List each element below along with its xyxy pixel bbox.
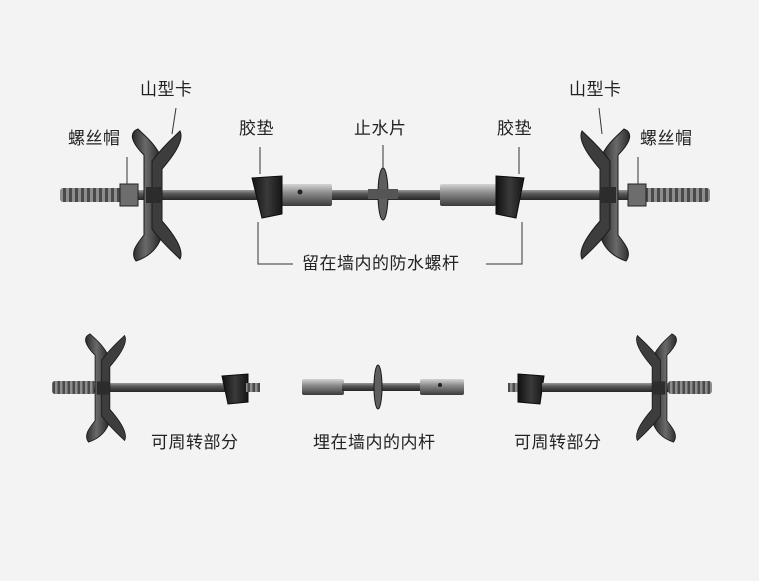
label-nut-right: 螺丝帽	[640, 129, 693, 149]
removable-part-left	[52, 333, 260, 443]
label-removable-left: 可周转部分	[151, 433, 239, 453]
label-gasket-right: 胶垫	[497, 119, 532, 139]
full-assembly	[60, 107, 710, 265]
label-embedded-rod: 留在墙内的防水螺杆	[302, 254, 460, 274]
inner-rod-part	[302, 364, 464, 410]
removable-part-right	[508, 333, 712, 443]
label-removable-right: 可周转部分	[514, 433, 602, 453]
label-clamp-left: 山型卡	[140, 80, 193, 100]
left-gasket	[251, 175, 283, 219]
left-sleeve	[280, 184, 332, 206]
label-clamp-right: 山型卡	[569, 80, 622, 100]
right-nut	[627, 183, 647, 207]
label-nut-left: 螺丝帽	[68, 129, 121, 149]
leader-lines	[126, 107, 639, 265]
right-sleeve	[440, 184, 496, 206]
label-gasket-left: 胶垫	[239, 119, 274, 139]
right-thread	[640, 188, 710, 202]
right-gasket	[495, 175, 525, 219]
left-thread	[60, 188, 126, 202]
label-water-stop: 止水片	[354, 119, 407, 139]
left-nut	[119, 183, 139, 207]
label-inner-rod: 埋在墙内的内杆	[313, 433, 436, 453]
